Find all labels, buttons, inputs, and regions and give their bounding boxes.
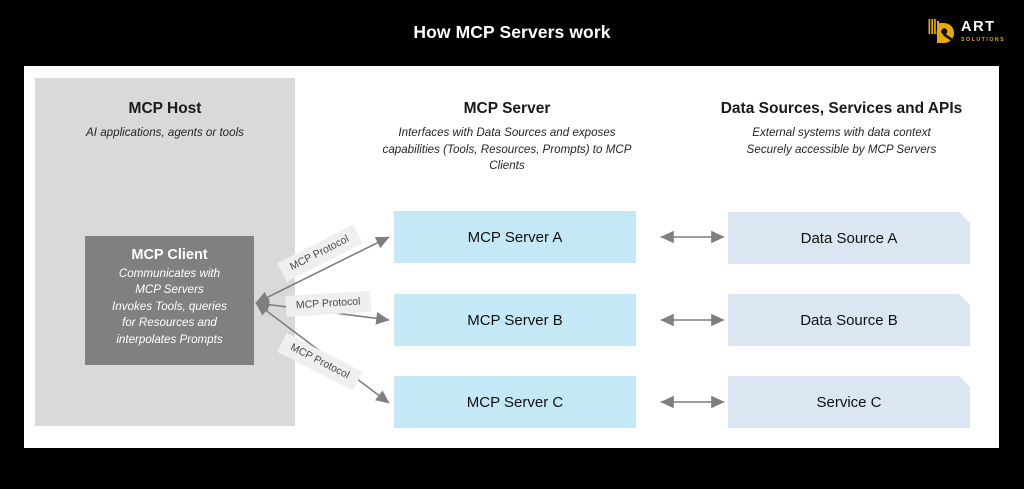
mcp-server-box[interactable]: MCP Server A (394, 211, 636, 263)
logo-subtitle: SOLUTIONS (961, 37, 1006, 43)
mcp-host-heading: MCP Host (128, 100, 202, 117)
protocol-label: MCP Protocol (285, 290, 372, 317)
diagram-canvas: MCP Host AI applications, agents or tool… (24, 66, 999, 448)
data-source-box[interactable]: Service C (728, 376, 970, 428)
data-sources-heading: Data Sources, Services and APIs (720, 100, 963, 117)
mcp-server-heading: MCP Server (463, 100, 551, 117)
art-circle-logo-icon (928, 19, 958, 45)
data-source-box[interactable]: Data Source A (728, 212, 970, 264)
mcp-client-title: MCP Client (131, 247, 208, 263)
logo-wordmark: ART SOLUTIONS (961, 20, 1005, 44)
data-source-box[interactable]: Data Source B (728, 294, 970, 346)
mcp-server-subtitle: Interfaces with Data Sources and exposes… (382, 126, 632, 172)
slide-header: How MCP Servers work ART SOLUTIONS (0, 0, 1024, 66)
mcp-server-box[interactable]: MCP Server C (394, 376, 636, 428)
logo-name: ART (961, 19, 996, 35)
mcp-server-box[interactable]: MCP Server B (394, 294, 636, 346)
brand-logo: ART SOLUTIONS (928, 18, 1004, 48)
page-title: How MCP Servers work (413, 22, 611, 42)
mcp-host-subtitle: AI applications, agents or tools (86, 126, 244, 139)
